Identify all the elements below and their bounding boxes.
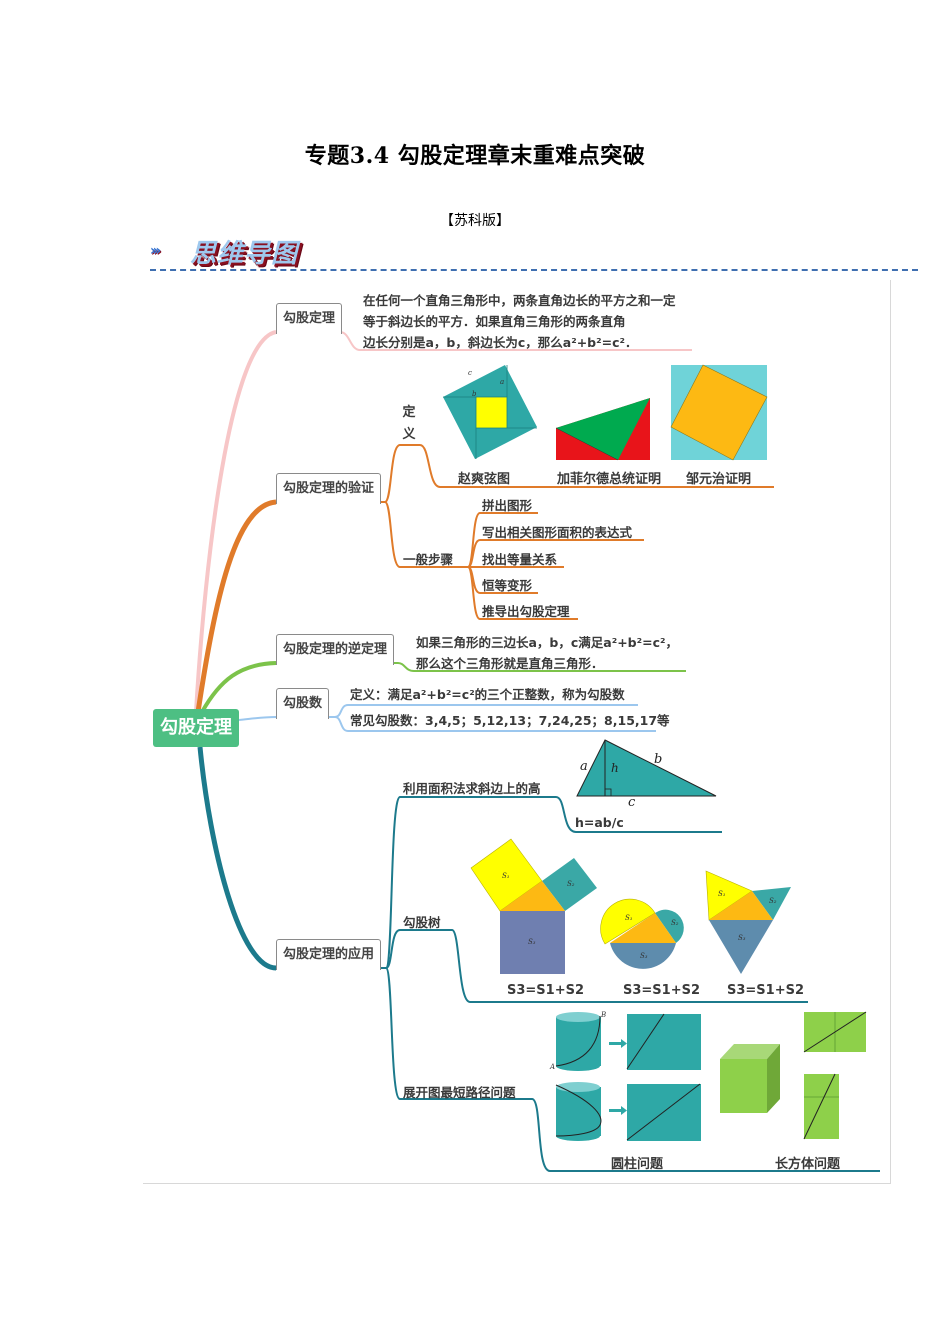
tree-triangles-figure: S₁ S₂ S₃ [705, 870, 791, 974]
theorem-text-line-3: 边长分别是a，b，斜边长为c，那么a²+b²=c²． [363, 335, 638, 350]
caption-zou-yuanzhi: 邹元治证明 [686, 472, 752, 487]
tree2-s2: S₂ [671, 919, 679, 927]
tree2-s1: S₁ [625, 914, 633, 922]
cylinder-figure-bottom [555, 1082, 602, 1141]
dashed-divider [150, 269, 918, 271]
converse-underline [276, 662, 686, 672]
step-item-2: 写出相关图形面积的表达式 [482, 525, 633, 540]
arrow-icon [609, 1039, 627, 1115]
app-to-unfold [385, 967, 880, 1172]
step-item-4: 恒等变形 [482, 578, 533, 593]
tree2-s3: S₃ [640, 952, 648, 960]
tree1-s1: S₁ [502, 872, 510, 880]
zhao-shuang-figure: c a b [443, 365, 537, 459]
theorem-text-line-2: 等于斜边长的平方．如果直角三角形的两条直角 [363, 314, 626, 329]
theorem-text-line-1: 在任何一个直角三角形中，两条直角边长的平方之和一定 [363, 293, 676, 308]
triangle-label-b: b [654, 752, 662, 767]
point-label-b: B [600, 1011, 606, 1019]
height-triangle-figure: a h b c [576, 739, 717, 810]
triangle-label-h: h [611, 761, 619, 775]
triples-common: 常见勾股数：3,4,5；5,12,13；7,24,25；8,15,17等 [350, 713, 670, 728]
height-formula: h=ab/c [575, 815, 624, 830]
verify-to-definition [384, 444, 774, 503]
unrolled-rect-top [626, 1013, 701, 1070]
node-converse[interactable]: 勾股定理的逆定理 [276, 634, 395, 665]
cylinder-figure-top: A B [549, 1011, 606, 1071]
step-item-3: 找出等量关系 [482, 552, 558, 567]
mindmap-frame [143, 280, 891, 1184]
branch-line-triples [237, 716, 277, 721]
caption-zhao-shuang: 赵爽弦图 [458, 472, 511, 487]
node-application[interactable]: 勾股定理的应用 [276, 939, 382, 970]
point-label-a: A [549, 1063, 555, 1071]
steps-label[interactable]: 一般步骤 [403, 552, 454, 567]
tree1-s3: S₃ [528, 938, 536, 946]
tree3-s3: S₃ [738, 934, 746, 942]
triangle-label-a: a [580, 759, 588, 774]
root-node[interactable]: 勾股定理 [153, 709, 239, 747]
verify-to-steps [384, 501, 468, 568]
banner-title: 思维导图 [190, 239, 299, 269]
converse-text-line-2: 那么这个三角形就是直角三角形． [416, 656, 604, 671]
tree-caption-1: S3=S1+S2 [507, 983, 585, 998]
branch-line-application [197, 746, 277, 971]
node-theorem[interactable]: 勾股定理 [276, 303, 343, 334]
definition-char-1: 定 [402, 405, 416, 420]
branch-line-verification [195, 499, 277, 713]
step-line-5 [467, 566, 578, 620]
caption-cuboid: 长方体问题 [775, 1157, 841, 1172]
node-triples[interactable]: 勾股数 [276, 688, 330, 719]
triples-definition: 定义：满足a²+b²=c²的三个正整数，称为勾股数 [350, 687, 625, 702]
branch-line-converse [200, 661, 277, 713]
tree3-s2: S₂ [769, 897, 777, 905]
cuboid-figure [720, 1044, 780, 1113]
zou-yuanzhi-figure [670, 364, 768, 461]
tree3-s1: S₁ [718, 890, 726, 898]
edition-label: 【苏科版】 [440, 213, 510, 229]
branch-line-theorem [194, 330, 277, 713]
triples-to-common [334, 716, 656, 732]
fig-label-b: b [472, 390, 477, 398]
definition-label: 定 义 [401, 402, 417, 446]
cuboid-net-top [803, 1011, 867, 1053]
tree-caption-2: S3=S1+S2 [623, 983, 701, 998]
fig-label-c: c [468, 369, 472, 377]
definition-char-2: 义 [402, 427, 416, 442]
fig-label-a: a [500, 378, 504, 386]
step-item-1: 拼出图形 [482, 498, 533, 513]
caption-garfield: 加菲尔德总统证明 [557, 472, 662, 487]
unrolled-rect-bottom [626, 1083, 701, 1141]
caption-cylinder: 圆柱问题 [611, 1157, 664, 1172]
tree-semicircles-figure: S₁ S₂ S₃ [600, 898, 684, 969]
node-verification[interactable]: 勾股定理的验证 [276, 473, 382, 504]
triangle-label-c: c [628, 795, 636, 810]
app-to-height [385, 796, 722, 969]
tree1-s2: S₂ [567, 880, 575, 888]
garfield-figure [555, 398, 650, 461]
step-item-5: 推导出勾股定理 [482, 604, 570, 619]
triple-arrow-icon: ››› [150, 243, 161, 259]
height-method-label[interactable]: 利用面积法求斜边上的高 [403, 781, 541, 796]
converse-text-line-1: 如果三角形的三边长a，b，c满足a²+b²=c²， [416, 635, 678, 650]
app-to-tree [385, 929, 808, 1003]
tree-caption-3: S3=S1+S2 [727, 983, 805, 998]
tree-squares-figure: S₁ S₂ S₃ [470, 838, 597, 974]
unfold-label[interactable]: 展开图最短路径问题 [403, 1085, 516, 1100]
cuboid-net-bottom [803, 1073, 839, 1140]
tree-label[interactable]: 勾股树 [403, 915, 441, 930]
page-title: 专题3.4 勾股定理章末重难点突破 [304, 143, 646, 169]
